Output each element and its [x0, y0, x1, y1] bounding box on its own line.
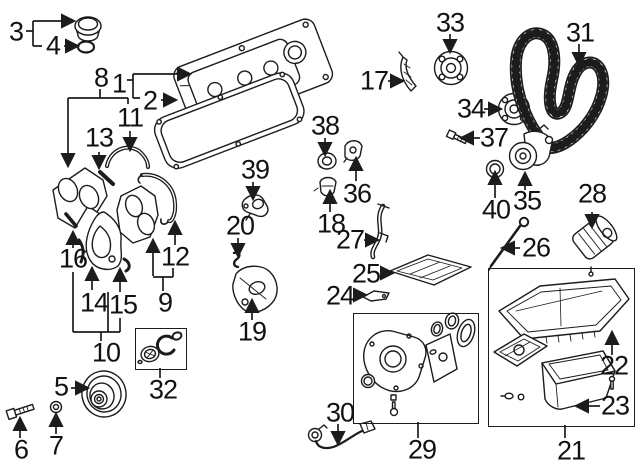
part-callout-31[interactable]: 31	[565, 17, 595, 48]
pan-bolt	[610, 377, 615, 390]
part-callout-26[interactable]: 26	[521, 232, 551, 263]
oil-filter-28	[570, 213, 620, 261]
belt-guide-17	[399, 52, 416, 91]
cap-18	[314, 178, 336, 196]
part-callout-14[interactable]: 14	[79, 287, 109, 318]
bracket-36	[344, 141, 362, 162]
pulley-bolt	[6, 403, 34, 420]
oil-filler-cap	[75, 17, 101, 41]
part-callout-25[interactable]: 25	[351, 258, 381, 289]
cam-arc-seal	[107, 148, 148, 167]
part-callout-7[interactable]: 7	[48, 430, 64, 461]
part-callout-1[interactable]: 1	[111, 68, 127, 99]
kit-box-21	[488, 268, 635, 427]
grommet-38	[318, 153, 336, 169]
idler-sprocket-33	[435, 52, 468, 85]
pulley-washer	[51, 402, 62, 413]
part-callout-11[interactable]: 11	[116, 102, 144, 133]
part-callout-35[interactable]: 35	[512, 185, 542, 216]
breather-tube-27	[373, 204, 389, 257]
part-callout-22[interactable]: 22	[599, 350, 629, 381]
part-callout-28[interactable]: 28	[577, 178, 607, 209]
valve-cover-gasket	[150, 69, 308, 173]
part-callout-17[interactable]: 17	[359, 65, 389, 96]
part-callout-19[interactable]: 19	[237, 316, 267, 347]
timing-cover-upper-right	[117, 186, 158, 243]
curved-seal	[138, 175, 175, 224]
part-callout-5[interactable]: 5	[53, 371, 69, 402]
mount-bracket-19	[233, 266, 277, 312]
part-callout-6[interactable]: 6	[13, 434, 29, 465]
part-callout-8[interactable]: 8	[93, 62, 109, 93]
timing-belt-31	[516, 33, 603, 148]
part-callout-12[interactable]: 12	[160, 241, 190, 272]
part-callout-34[interactable]: 34	[456, 93, 486, 124]
part-callout-30[interactable]: 30	[325, 397, 355, 428]
kit-box-29	[353, 313, 479, 424]
part-callout-13[interactable]: 13	[84, 122, 114, 153]
part-callout-4[interactable]: 4	[45, 30, 61, 61]
part-callout-32[interactable]: 32	[148, 374, 178, 405]
tensioner-bushing-40	[487, 161, 504, 178]
crankshaft-pulley	[78, 367, 131, 421]
part-callout-38[interactable]: 38	[310, 110, 340, 141]
link-24	[363, 291, 389, 301]
part-callout-2[interactable]: 2	[142, 85, 158, 116]
part-callout-24[interactable]: 24	[325, 280, 355, 311]
leader-lines	[26, 21, 565, 438]
part-callout-16[interactable]: 16	[58, 243, 88, 274]
oil-pump-rotor-kit	[138, 331, 182, 363]
part-callout-29[interactable]: 29	[407, 434, 437, 465]
drain-plug	[501, 393, 524, 400]
part-callout-18[interactable]: 18	[316, 208, 346, 239]
belt-tensioner-35	[510, 125, 553, 170]
oil-pan-baffle	[494, 334, 547, 366]
part-callout-21[interactable]: 21	[556, 435, 586, 466]
timing-cover-lower	[86, 212, 121, 269]
kit-box-32	[135, 328, 187, 370]
part-callout-23[interactable]: 23	[600, 390, 630, 421]
part-callout-39[interactable]: 39	[240, 154, 270, 185]
leader-arrows	[12, 13, 620, 447]
front-case-assembly	[362, 312, 478, 416]
part-callout-27[interactable]: 27	[335, 224, 365, 255]
bolt-37	[446, 130, 467, 145]
part-callout-15[interactable]: 15	[108, 289, 138, 320]
cap-o-ring	[78, 42, 94, 53]
part-callout-33[interactable]: 33	[435, 7, 465, 38]
clip-20	[234, 253, 239, 267]
part-callout-40[interactable]: 40	[481, 194, 511, 225]
part-callout-36[interactable]: 36	[342, 178, 372, 209]
part-callout-10[interactable]: 10	[91, 337, 121, 368]
part-callout-9[interactable]: 9	[157, 287, 173, 318]
part-callout-3[interactable]: 3	[8, 16, 24, 47]
baffle-plate-25	[390, 255, 471, 285]
part-callout-20[interactable]: 20	[225, 210, 255, 241]
part-callout-37[interactable]: 37	[479, 122, 509, 153]
